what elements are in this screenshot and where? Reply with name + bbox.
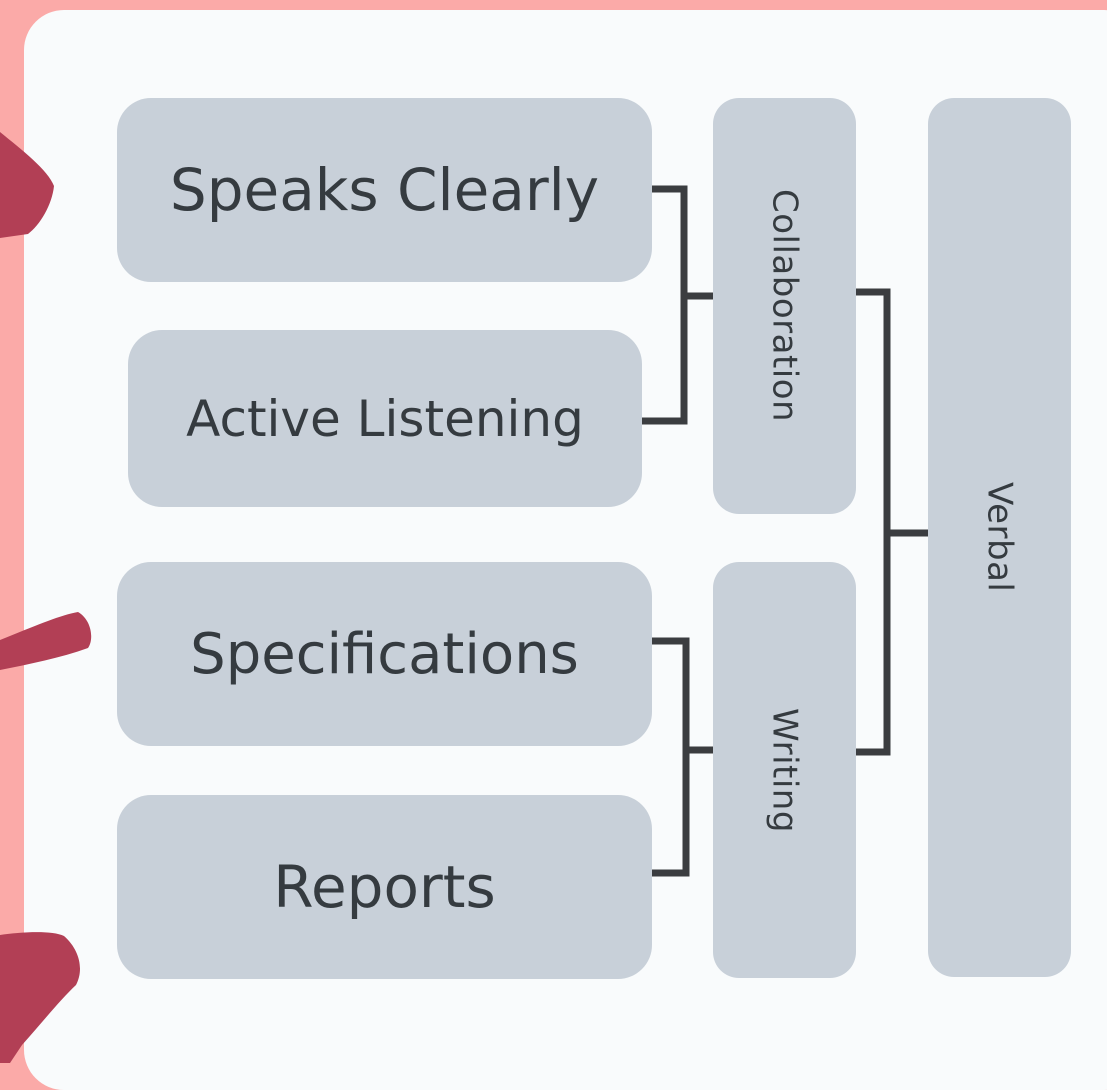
brush-stroke-top <box>0 132 54 238</box>
node-label: Verbal <box>979 482 1020 593</box>
node-label: Speaks Clearly <box>169 156 600 224</box>
brush-stroke-bottom <box>0 932 80 1063</box>
node-writing: Writing <box>713 562 856 978</box>
node-label: Writing <box>764 707 805 833</box>
node-label: Active Listening <box>186 389 584 448</box>
brush-stroke-middle <box>0 612 92 670</box>
connector-verbal <box>856 288 891 756</box>
node-collaboration: Collaboration <box>713 98 856 514</box>
node-specifications: Specifications <box>117 562 652 746</box>
decorative-brush-strokes <box>0 132 92 1063</box>
connector-writing <box>652 637 690 877</box>
node-label: Collaboration <box>764 189 805 423</box>
node-reports: Reports <box>117 795 652 979</box>
node-verbal: Verbal <box>928 98 1071 977</box>
node-label: Specifications <box>190 621 579 687</box>
connector-collaboration <box>642 185 688 425</box>
node-label: Reports <box>273 853 496 921</box>
connector-lines <box>642 185 928 877</box>
node-speaks-clearly: Speaks Clearly <box>117 98 652 282</box>
node-active-listening: Active Listening <box>128 330 642 507</box>
